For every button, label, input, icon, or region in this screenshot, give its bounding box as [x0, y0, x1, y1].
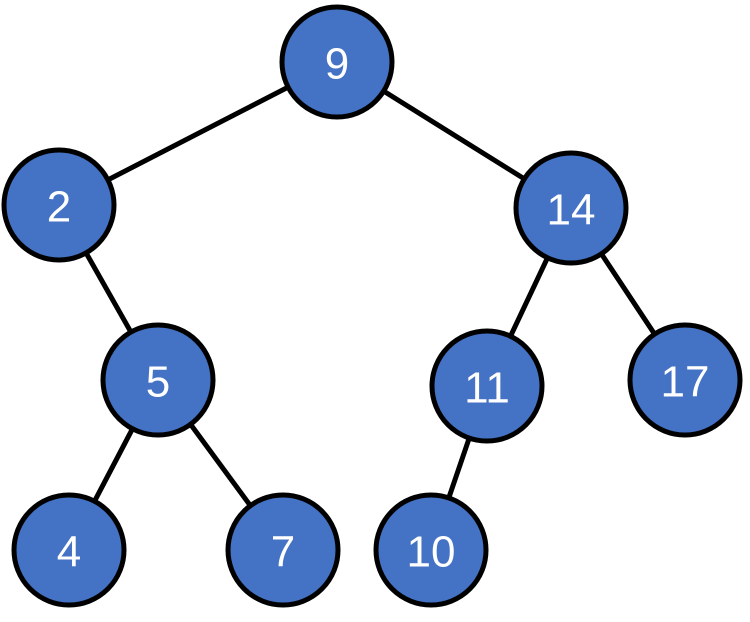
tree-node-7: 7 [225, 492, 341, 608]
tree-node-label: 5 [146, 358, 170, 407]
tree-node-label: 4 [57, 528, 81, 577]
tree-node-17: 17 [627, 322, 743, 438]
tree-node-label: 17 [661, 358, 710, 407]
tree-node-circle [627, 322, 743, 438]
tree-node-circle [225, 492, 341, 608]
tree-node-11: 11 [429, 328, 545, 444]
tree-node-4: 4 [11, 492, 127, 608]
tree-node-5: 5 [100, 322, 216, 438]
edges-layer [56, 59, 688, 553]
nodes-layer: 9 2 14 5 11 17 4 7 10 [1, 4, 743, 608]
tree-node-circle [100, 322, 216, 438]
tree-node-label: 10 [407, 528, 456, 577]
tree-node-circle [373, 492, 489, 608]
tree-node-circle [1, 147, 117, 263]
tree-node-10: 10 [373, 492, 489, 608]
tree-node-circle [279, 4, 395, 120]
tree-node-2: 2 [1, 147, 117, 263]
tree-node-label: 14 [547, 186, 596, 235]
tree-node-circle [11, 492, 127, 608]
tree-node-circle [513, 150, 629, 266]
tree-node-14: 14 [513, 150, 629, 266]
tree-node-label: 9 [325, 40, 349, 89]
tree-node-circle [429, 328, 545, 444]
tree-node-label: 11 [464, 364, 510, 413]
tree-node-label: 2 [47, 183, 71, 232]
tree-node-9: 9 [279, 4, 395, 120]
tree-node-label: 7 [271, 528, 295, 577]
